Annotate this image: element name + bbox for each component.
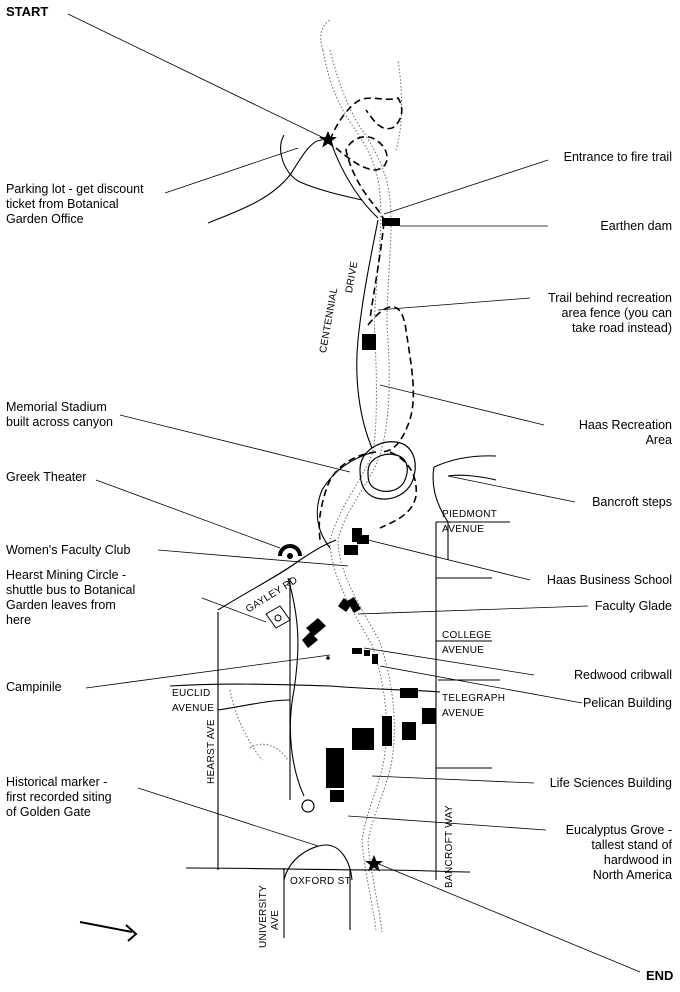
earthen-dam-label: Earthen dam bbox=[600, 219, 672, 233]
womens-faculty-club-label: Women's Faculty Club bbox=[6, 543, 131, 557]
piedmont-street-label-2: AVENUE bbox=[442, 524, 485, 535]
hearst-mining-circle-shape bbox=[265, 605, 291, 629]
north-arrow-icon bbox=[79, 921, 138, 942]
start-star-icon bbox=[319, 131, 337, 148]
eucalyptus-grove-label: Eucalyptus Grove - tallest stand of hard… bbox=[565, 823, 672, 882]
memorial-stadium-label: Memorial Stadium built across canyon bbox=[6, 400, 114, 429]
bancroft-street-label: BANCROFT WAY bbox=[444, 805, 455, 888]
parking-lot-label: Parking lot - get discount ticket from B… bbox=[6, 182, 144, 226]
leader-lines bbox=[67, 13, 641, 973]
haas-business-label: Haas Business School bbox=[546, 573, 672, 587]
haas-recreation-label: Haas Recreation Area bbox=[578, 418, 672, 447]
faculty-glade-label: Faculty Glade bbox=[594, 599, 672, 613]
historical-marker-label: Historical marker - first recorded sitin… bbox=[6, 775, 112, 819]
telegraph-street-label-1: TELEGRAPH bbox=[442, 693, 506, 704]
bancroft-steps-label: Bancroft steps bbox=[592, 495, 672, 509]
pelican-building-label: Pelican Building bbox=[583, 696, 672, 710]
euclid-street-label-2: AVENUE bbox=[172, 703, 215, 714]
campanile-label: Campinile bbox=[6, 680, 62, 694]
campanile-marker bbox=[326, 656, 330, 660]
oxford-street-label: OXFORD ST bbox=[290, 876, 352, 887]
strawberry-creek bbox=[229, 19, 403, 933]
college-street-label-1: COLLEGE bbox=[442, 630, 492, 641]
university-street-label-1: UNIVERSITY bbox=[258, 884, 269, 948]
start-label: START bbox=[6, 4, 49, 19]
euclid-street-label-1: EUCLID bbox=[172, 688, 211, 699]
end-label: END bbox=[646, 968, 674, 983]
entrance-fire-trail-label: Entrance to fire trail bbox=[563, 150, 672, 164]
greek-theater-icon bbox=[278, 544, 302, 559]
trail-behind-recreation-label: Trail behind recreation area fence (you … bbox=[548, 291, 672, 335]
historical-marker bbox=[301, 799, 315, 813]
college-street-label-2: AVENUE bbox=[442, 645, 485, 656]
hiking-trail bbox=[318, 97, 417, 541]
buildings bbox=[302, 218, 436, 802]
earthen-dam-building bbox=[382, 218, 400, 226]
redwood-cribwall-label: Redwood cribwall bbox=[574, 668, 672, 682]
hearst-mining-circle-label: Hearst Mining Circle - shuttle bus to Bo… bbox=[6, 568, 136, 627]
end-star-icon bbox=[365, 855, 383, 872]
hearst-street-label: HEARST AVE bbox=[206, 719, 217, 784]
memorial-stadium-shape bbox=[359, 441, 416, 500]
life-sciences-label: Life Sciences Building bbox=[549, 776, 672, 790]
piedmont-street-label-1: PIEDMONT bbox=[442, 509, 498, 520]
telegraph-street-label-2: AVENUE bbox=[442, 708, 485, 719]
roads bbox=[169, 134, 510, 938]
university-street-label-2: AVE bbox=[270, 909, 281, 930]
greek-theater-label: Greek Theater bbox=[6, 470, 87, 484]
